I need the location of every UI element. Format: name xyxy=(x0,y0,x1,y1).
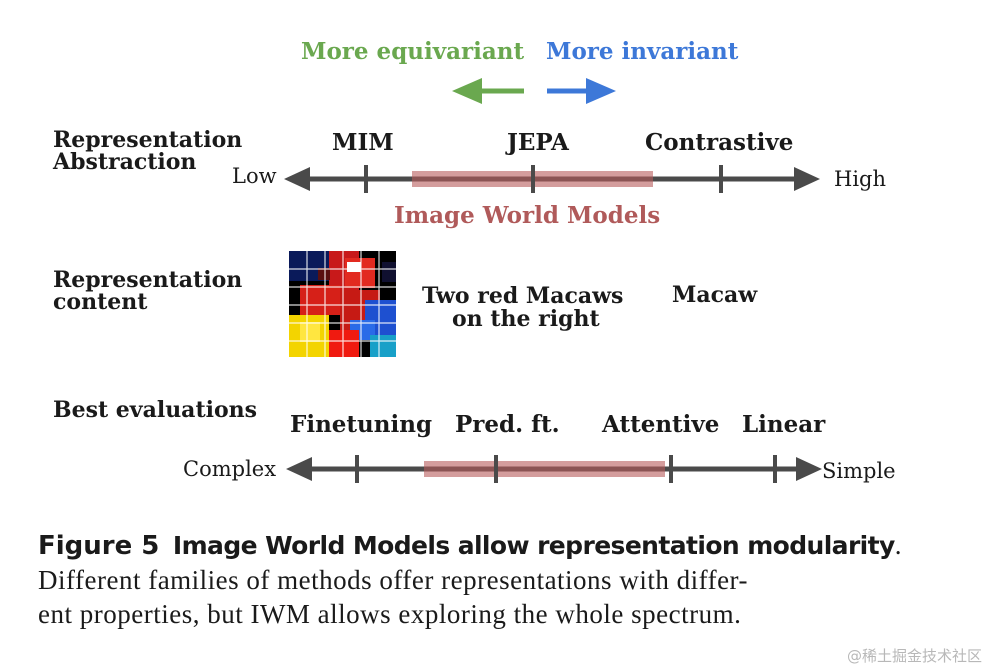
attentive-label: Attentive xyxy=(602,411,720,438)
watermark: @稀土掘金技术社区 xyxy=(846,647,982,665)
caption-body-line1: Different families of methods offer repr… xyxy=(38,565,748,595)
jepa-content-line2: on the right xyxy=(452,306,600,332)
evaluation-axis xyxy=(286,455,822,483)
image-world-models-label: Image World Models xyxy=(394,202,661,229)
content-heading-line2: content xyxy=(53,289,148,315)
figure-caption: Figure 5 Image World Models allow repres… xyxy=(38,528,968,631)
mim-label: MIM xyxy=(332,129,394,156)
abstraction-axis xyxy=(284,165,820,193)
simple-label: Simple xyxy=(822,459,896,483)
more-equivariant-label: More equivariant xyxy=(301,38,525,65)
contrastive-content: Macaw xyxy=(672,282,758,308)
evaluation-iwm-range xyxy=(424,461,665,477)
pred-ft-label: Pred. ft. xyxy=(455,411,560,438)
jepa-label: JEPA xyxy=(507,129,569,156)
content-heading-line1: Representation xyxy=(53,267,243,293)
linear-label: Linear xyxy=(742,411,826,438)
finetuning-label: Finetuning xyxy=(290,411,433,438)
complex-label: Complex xyxy=(183,457,277,481)
more-invariant-label: More invariant xyxy=(546,38,739,65)
caption-title-line: Figure 5 Image World Models allow repres… xyxy=(38,528,968,563)
contrastive-label: Contrastive xyxy=(645,129,794,156)
abstraction-heading-line1: Representation xyxy=(53,127,243,153)
caption-body-line2: ent properties, but IWM allows exploring… xyxy=(38,599,742,629)
low-label: Low xyxy=(232,164,277,188)
equivariant-arrow xyxy=(452,78,524,104)
figure-title: Image World Models allow representation … xyxy=(172,531,895,560)
evaluations-heading: Best evaluations xyxy=(53,397,258,423)
invariant-arrow xyxy=(547,78,616,104)
abstraction-heading-line2: Abstraction xyxy=(53,149,197,175)
spectrum-diagram xyxy=(284,78,822,483)
figure-number: Figure 5 xyxy=(38,531,160,561)
high-label: High xyxy=(834,167,886,191)
jepa-content-line1: Two red Macaws xyxy=(422,283,624,309)
figure-title-period: . xyxy=(894,530,902,560)
macaw-image xyxy=(289,251,396,357)
